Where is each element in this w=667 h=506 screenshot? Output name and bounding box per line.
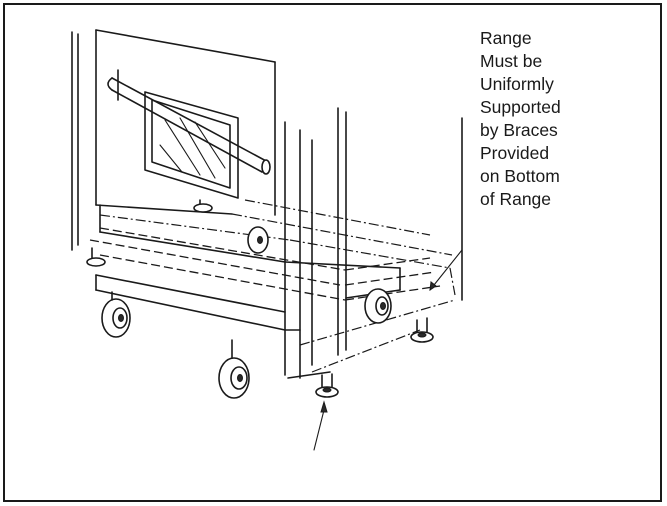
leveling-leg-rear: [193, 199, 213, 213]
callout-line: on Bottom: [480, 166, 560, 186]
callout-line: Supported: [480, 97, 561, 117]
range-bottom-braces: [89, 199, 456, 373]
caster-rear-left: [247, 226, 269, 254]
caster-rear-right: [364, 288, 392, 324]
brace-support-note: Range Must be Uniformly Supported by Bra…: [480, 27, 630, 211]
callout-line: Provided: [480, 143, 550, 163]
range-body: [71, 29, 463, 379]
leveling-leg-right: [410, 317, 434, 343]
leveling-leg-front: [315, 373, 339, 398]
caster-front-left: [101, 291, 131, 338]
oven-window: [144, 91, 239, 199]
callout-line: Range: [480, 28, 532, 48]
callout-leader: [429, 249, 463, 292]
front-leg-pointer: [313, 400, 328, 451]
caster-front-center: [218, 339, 250, 399]
callout-line: Must be: [480, 51, 543, 71]
callout-line: by Braces: [480, 120, 558, 140]
callout-line: of Range: [480, 189, 552, 209]
cart-platform: [95, 204, 401, 331]
figure-frame: [3, 3, 662, 502]
leveling-leg-left: [86, 247, 106, 267]
callout-line: Uniformly: [480, 74, 554, 94]
